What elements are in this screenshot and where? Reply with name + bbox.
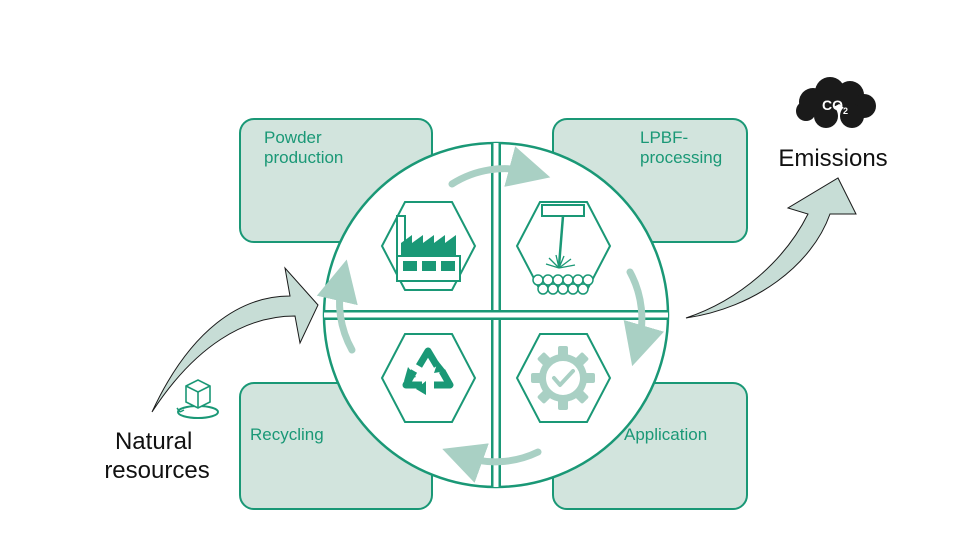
lpbf-processing-label: LPBF- processing xyxy=(640,128,722,167)
input-flow-arrow xyxy=(151,266,319,413)
cycle-arrow-right xyxy=(623,268,665,367)
powder-production-label: Powder production xyxy=(264,128,343,167)
laser-powder-bed-icon xyxy=(515,201,612,295)
quadrant-dividers xyxy=(324,143,668,487)
application-label: Application xyxy=(624,425,707,444)
recycle-icon xyxy=(380,333,477,423)
gear-check-icon xyxy=(515,333,612,423)
cube-icon xyxy=(176,379,219,419)
co2-cloud-icon: CO2 xyxy=(796,77,876,128)
cycle-arrows xyxy=(316,146,665,483)
natural-resources-label: Natural resources xyxy=(104,428,209,484)
emissions-label: Emissions xyxy=(778,145,887,172)
cycle-arrow-bottom xyxy=(442,443,542,483)
recycling-label: Recycling xyxy=(250,425,324,444)
cycle-arrow-left xyxy=(316,259,358,354)
output-flow-arrow xyxy=(685,177,857,319)
svg-text:CO2: CO2 xyxy=(822,97,848,116)
cycle-arrow-top xyxy=(448,146,551,188)
factory-icon xyxy=(380,201,477,291)
